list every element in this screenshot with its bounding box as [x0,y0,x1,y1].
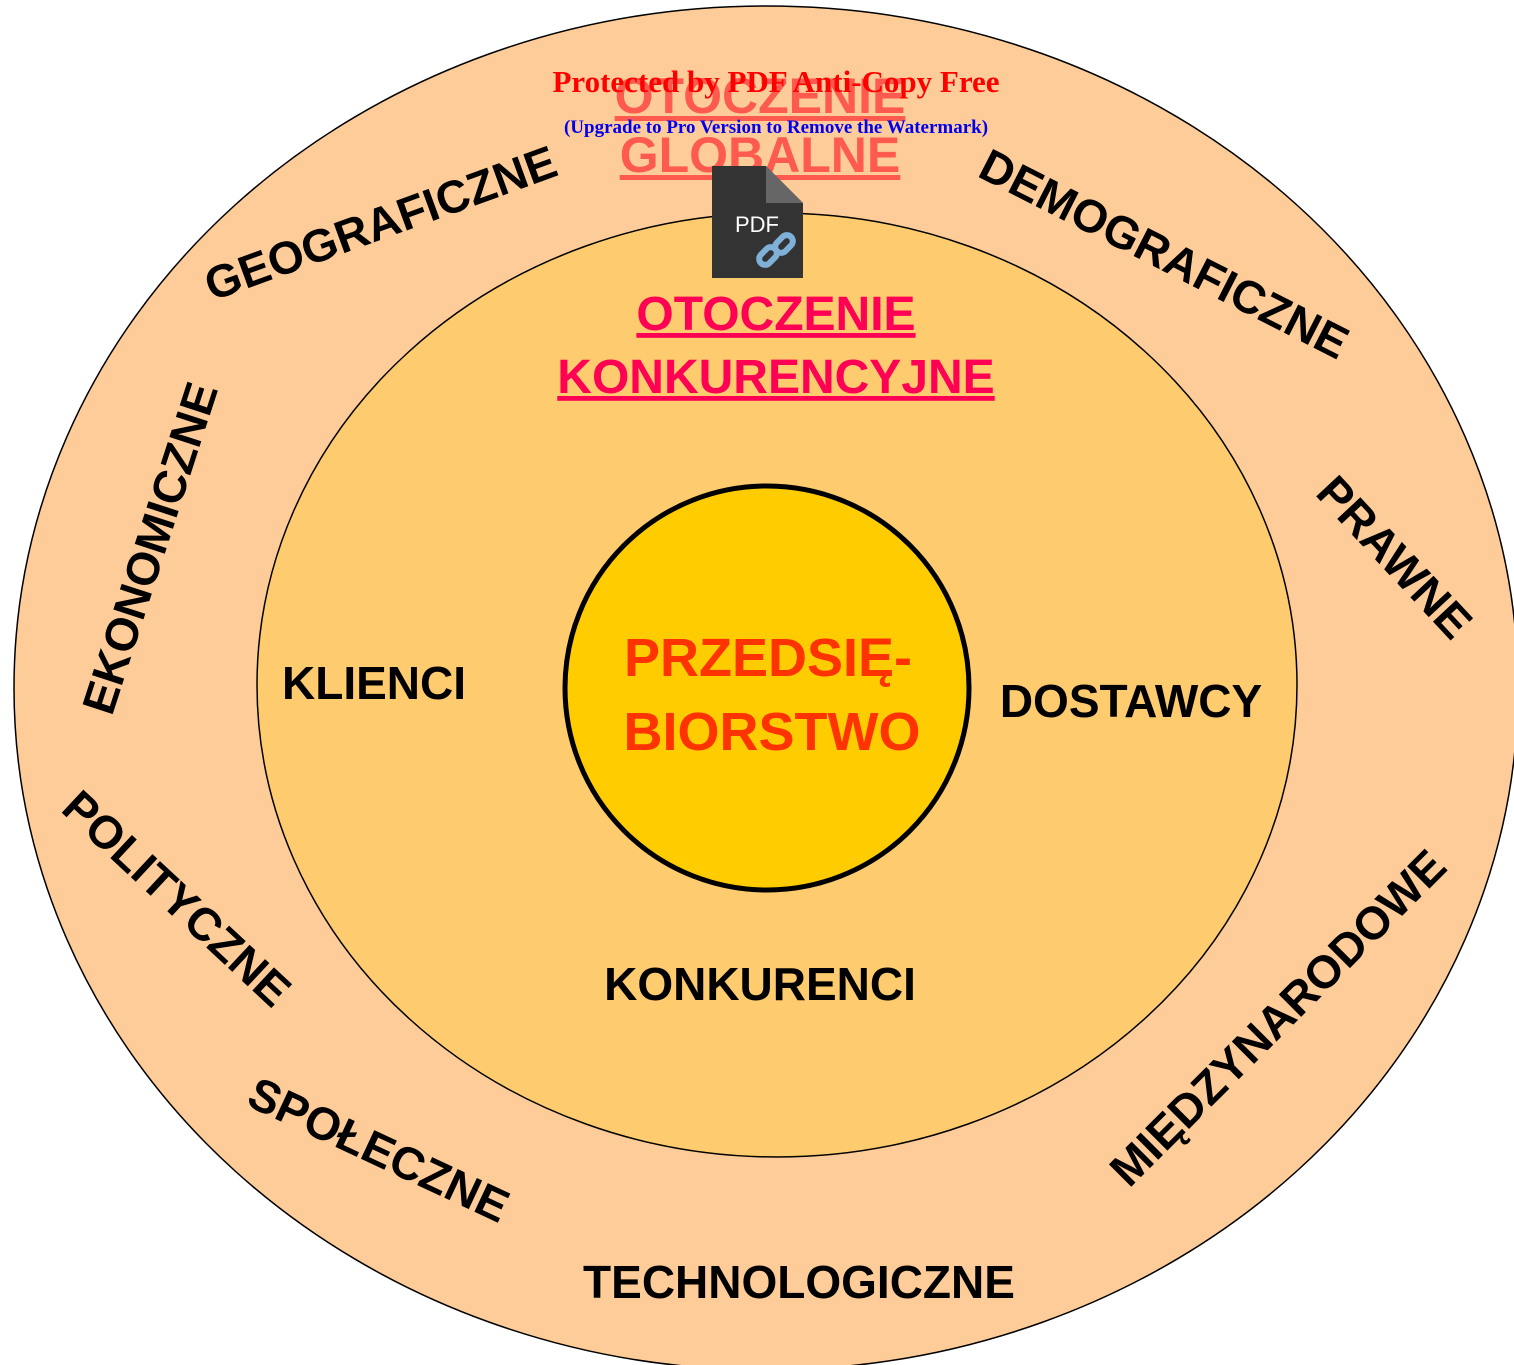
core-circle-enterprise [562,483,972,893]
label-dostawcy: DOSTAWCY [1000,675,1262,727]
middle-title-line2: KONKURENCYJNE [557,351,994,404]
outer-title-line1: OTOCZENIE [615,68,906,124]
watermark-line2: (Upgrade to Pro Version to Remove the Wa… [564,117,988,138]
label-klienci: KLIENCI [282,657,466,709]
middle-title-line1: OTOCZENIE [636,288,915,341]
watermark-line1: Protected by PDF Anti-Copy Free [552,64,999,99]
label-konkurenci: KONKURENCI [604,958,916,1010]
core-line2: BIORSTWO [624,702,921,762]
core-line1: PRZEDSIĘ- [624,628,912,688]
chain-link-icon [756,232,796,268]
label-technologiczne: TECHNOLOGICZNE [583,1256,1015,1308]
pdf-icon-label: PDF [735,212,779,237]
pdf-link-icon: PDF [712,166,803,278]
